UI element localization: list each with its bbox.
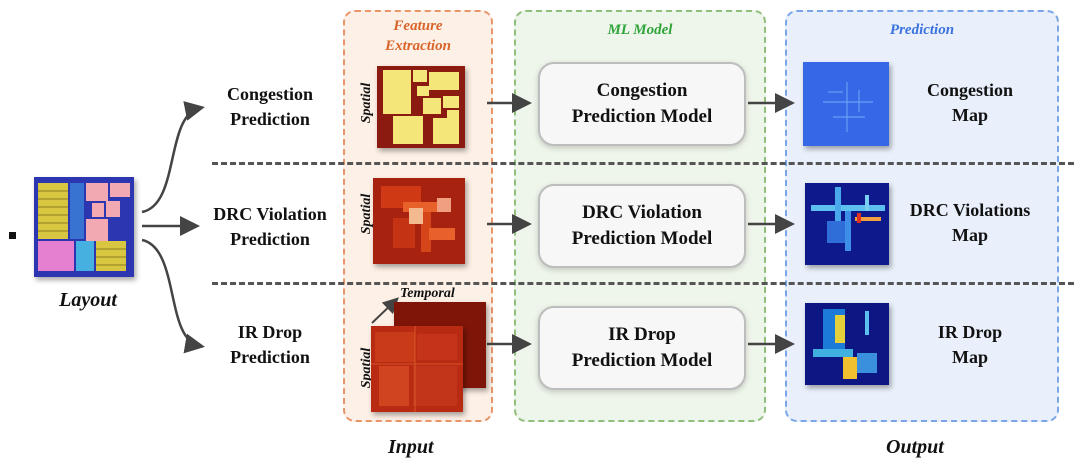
drc-model-line1: DRC Violation (582, 202, 702, 223)
task-congestion: Congestion Prediction (190, 82, 350, 132)
task-irdrop-line1: IR Drop (237, 322, 303, 342)
irdrop-model-box: IR Drop Prediction Model (538, 306, 746, 390)
temporal-arrow (371, 297, 399, 324)
congestion-map-image (803, 62, 889, 146)
drc-violations-map-image (805, 183, 889, 265)
row-separator-2 (212, 282, 1074, 285)
irdrop-map-image (805, 303, 889, 385)
output-drc-line1: DRC Violations (909, 200, 1031, 220)
congestion-model-line2: Prediction Model (571, 106, 713, 127)
temporal-label: Temporal (400, 286, 455, 301)
task-congestion-line2: Prediction (230, 109, 310, 129)
drc-model-box: DRC Violation Prediction Model (538, 184, 746, 268)
output-drc-label: DRC Violations Map (900, 198, 1040, 248)
input-footer-label: Input (388, 436, 434, 458)
output-congestion-line2: Map (952, 105, 988, 125)
row-separator-1 (212, 162, 1074, 165)
arrow-to-congestion (141, 101, 205, 214)
layout-chip-image (34, 177, 134, 277)
congestion-feature-image (377, 66, 465, 148)
task-drc-line2: Prediction (230, 229, 310, 249)
arrow-to-irdrop (141, 238, 205, 354)
task-drc-line1: DRC Violation (213, 204, 327, 224)
congestion-model-line1: Congestion (596, 80, 688, 101)
output-irdrop-label: IR Drop Map (900, 320, 1040, 370)
output-congestion-label: Congestion Map (900, 78, 1040, 128)
prediction-title: Prediction (889, 22, 955, 38)
layout-label: Layout (59, 289, 117, 311)
drc-model-line2: Prediction Model (571, 228, 713, 249)
task-irdrop-line2: Prediction (230, 347, 310, 367)
output-irdrop-line2: Map (952, 347, 988, 367)
irdrop-model-line2: Prediction Model (571, 350, 713, 371)
task-irdrop: IR Drop Prediction (190, 320, 350, 370)
feature-title-line1: Feature (393, 18, 443, 34)
task-drc: DRC Violation Prediction (190, 202, 350, 252)
feature-extraction-title: Feature Extraction (343, 16, 493, 56)
irdrop-spatial-feature-image (371, 326, 463, 412)
output-congestion-line1: Congestion (926, 80, 1013, 100)
feature-title-line2: Extraction (385, 38, 451, 54)
ml-model-title: ML Model (607, 22, 673, 38)
congestion-model-box: Congestion Prediction Model (538, 62, 746, 146)
output-irdrop-line1: IR Drop (937, 322, 1003, 342)
irdrop-model-line1: IR Drop (608, 324, 676, 345)
drc-feature-image (373, 178, 465, 264)
bullet-mark (9, 232, 16, 239)
output-footer-label: Output (886, 436, 944, 458)
task-congestion-line1: Congestion (226, 84, 313, 104)
spatial-label-1: Spatial (359, 82, 374, 124)
output-drc-line2: Map (952, 225, 988, 245)
